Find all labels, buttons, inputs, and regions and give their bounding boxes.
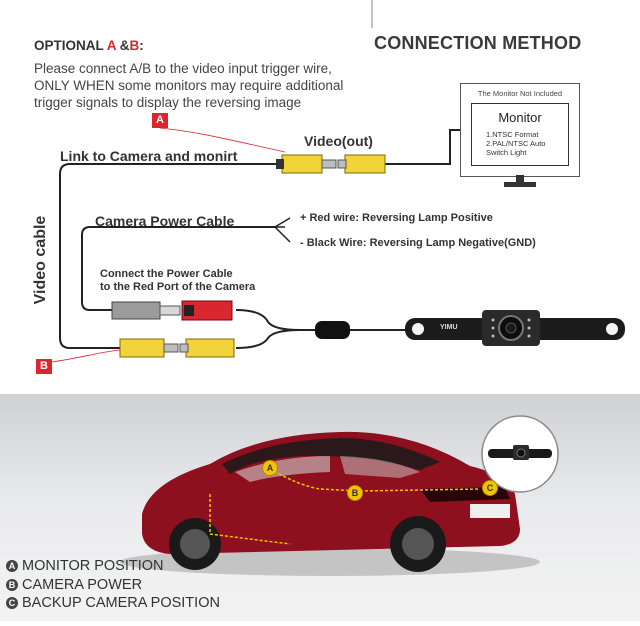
connect-power-line: Connect the Power Cable — [100, 268, 233, 280]
inline-box — [315, 321, 350, 339]
optional-a: A — [106, 38, 117, 53]
camera-brand: YIMU — [440, 324, 458, 331]
legend-text: MONITOR POSITION — [22, 558, 164, 574]
legend-text: BACKUP CAMERA POSITION — [22, 595, 220, 611]
monitor-feature: 2.PAL/NTSC Auto — [486, 139, 546, 148]
monitor-feature: 1.NTSC Format — [486, 130, 539, 139]
car-marker-a: A — [262, 460, 278, 476]
optional-suffix: : — [139, 38, 144, 53]
marker-a-tag: A — [152, 113, 168, 128]
lead-b — [51, 349, 121, 363]
monitor-stand — [504, 175, 536, 187]
red-wire-label: + Red wire: Reversing Lamp Positive — [300, 212, 493, 224]
optional-b: B — [129, 38, 140, 53]
power-cable-label: Camera Power Cable — [95, 213, 235, 229]
merge-line-1 — [235, 309, 320, 331]
camera-bar — [405, 310, 625, 346]
power-split — [274, 217, 291, 243]
monitor-screen: Monitor 1.NTSC Format 2.PAL/NTSC Auto Sw… — [471, 103, 569, 166]
camera-zoom-circle — [481, 415, 559, 493]
video-cable-text: Video cable — [32, 215, 49, 305]
merge-line-2 — [235, 329, 301, 349]
video-out-line — [385, 129, 460, 165]
optional-heading: OPTIONAL A &B: — [34, 38, 144, 53]
lead-a — [159, 127, 286, 153]
legend-marker: C — [6, 597, 18, 610]
monitor-title: Monitor — [498, 110, 542, 125]
instruction-line: ONLY WHEN some monitors may require addi… — [34, 78, 344, 93]
monitor-not-included: The Monitor Not Included — [477, 89, 563, 98]
legend-marker: A — [6, 560, 18, 573]
legend-text: CAMERA POWER — [22, 576, 143, 593]
monitor-feature: Switch Light — [486, 148, 527, 157]
rca-connector-upper — [276, 154, 386, 174]
video-cable-label: Video cable — [16, 210, 66, 310]
optional-prefix: OPTIONAL — [34, 38, 107, 53]
power-connector — [111, 300, 233, 321]
wiring-diagram — [51, 0, 625, 363]
black-wire-label: - Black Wire: Reversing Lamp Negative(GN… — [300, 237, 536, 249]
monitor-illustration: The Monitor Not Included Monitor 1.NTSC … — [460, 83, 580, 191]
legend-item: C BACKUP CAMERA POSITION — [6, 594, 220, 613]
power-cable-line — [81, 226, 275, 311]
video-cable-line — [59, 163, 282, 349]
car-marker-c: C — [482, 480, 498, 496]
legend: A MONITOR POSITION B CAMERA POWER C BACKUP … — [6, 557, 220, 613]
rca-connector-lower — [119, 338, 235, 358]
car-marker-b: B — [347, 485, 363, 501]
monitor-frame: The Monitor Not Included Monitor 1.NTSC … — [460, 83, 580, 177]
car-photo-section — [0, 394, 640, 621]
legend-item: B CAMERA POWER — [6, 576, 220, 595]
car-illustration — [120, 431, 540, 576]
instruction-line: Please connect A/B to the video input tr… — [34, 61, 332, 76]
connect-power-note: Connect the Power Cable to the Red Port … — [100, 268, 255, 294]
page-title: CONNECTION METHOD — [374, 33, 582, 53]
link-label: Link to Camera and monirt — [60, 148, 238, 164]
video-out-label: Video(out) — [304, 133, 373, 149]
instruction-line: trigger signals to display the reversing… — [34, 95, 302, 110]
connect-power-line: to the Red Port of the Camera — [100, 281, 256, 293]
legend-marker: B — [6, 578, 18, 591]
marker-b-tag: B — [36, 359, 52, 374]
optional-amp: & — [116, 38, 130, 53]
legend-item: A MONITOR POSITION — [6, 557, 220, 576]
instruction-text: Please connect A/B to the video input tr… — [34, 60, 414, 111]
monitor-features: 1.NTSC Format 2.PAL/NTSC Auto Switch Lig… — [486, 130, 545, 157]
